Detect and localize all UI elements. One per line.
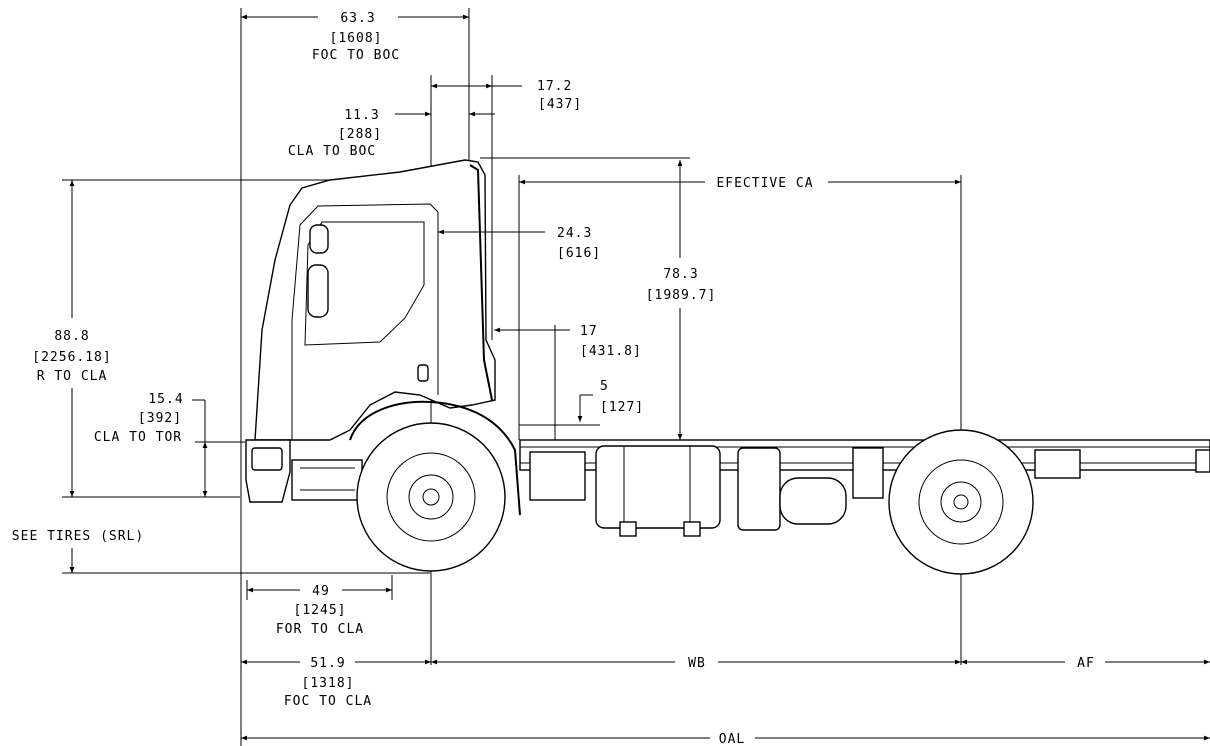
- dim-5-value: 5: [600, 379, 609, 394]
- dim-78-3-metric: [1989.7]: [646, 288, 717, 303]
- r-to-cla-metric: [2256.18]: [32, 350, 111, 365]
- cla-to-boc-label: CLA TO BOC: [288, 144, 376, 159]
- front-fender: [349, 400, 521, 516]
- dim-17-2-value: 17.2: [537, 79, 572, 94]
- foc-to-boc-value: 63.3: [340, 11, 375, 26]
- dim-5-metric: [127]: [600, 400, 644, 415]
- af-label: AF: [1077, 656, 1095, 671]
- dimension-lines: [69, 14, 1210, 741]
- dimension-labels: 63.3 [1608] FOC TO BOC 17.2 [437] 11.3 […: [12, 11, 1095, 746]
- r-to-cla-label: R TO CLA: [37, 369, 108, 384]
- dim-78-3-value: 78.3: [663, 267, 698, 282]
- foc-to-cla-value: 51.9: [310, 656, 345, 671]
- foc-to-cla-label: FOC TO CLA: [284, 694, 372, 709]
- air-tank: [779, 477, 847, 525]
- see-tires-label: SEE TIRES (SRL): [12, 529, 144, 544]
- cla-to-tor-label: CLA TO TOR: [94, 430, 182, 445]
- foc-to-boc-metric: [1608]: [330, 31, 383, 46]
- side-mirror: [307, 264, 329, 318]
- dim-24-3-metric: [616]: [557, 246, 601, 261]
- battery-box: [737, 447, 781, 531]
- dim-24-3-value: 24.3: [557, 226, 592, 241]
- for-to-cla-metric: [1245]: [294, 603, 347, 618]
- for-to-cla-value: 49: [312, 584, 330, 599]
- dim-17-metric: [431.8]: [580, 344, 642, 359]
- oal-label: OAL: [719, 732, 745, 746]
- cla-to-boc-metric: [288]: [338, 127, 382, 142]
- fuel-tank: [595, 445, 721, 529]
- wb-label: WB: [688, 656, 706, 671]
- foc-to-boc-label: FOC TO BOC: [312, 48, 400, 63]
- cab-body: [254, 159, 496, 441]
- r-to-cla-value: 88.8: [54, 329, 89, 344]
- rear-wheel: [888, 429, 1034, 575]
- cla-to-tor-value: 15.4: [148, 392, 183, 407]
- front-wheel: [356, 422, 506, 572]
- foc-to-cla-metric: [1318]: [302, 676, 355, 691]
- dim-17-value: 17: [580, 324, 598, 339]
- truck-chassis-illustration: [245, 159, 1210, 575]
- dim-17-2-metric: [437]: [538, 97, 582, 112]
- reference-lines: [62, 8, 962, 746]
- cla-to-tor-metric: [392]: [138, 411, 182, 426]
- cla-to-boc-value: 11.3: [344, 108, 379, 123]
- effective-ca-label: EFECTIVE CA: [716, 176, 813, 191]
- for-to-cla-label: FOR TO CLA: [276, 622, 364, 637]
- cab-door: [291, 203, 439, 440]
